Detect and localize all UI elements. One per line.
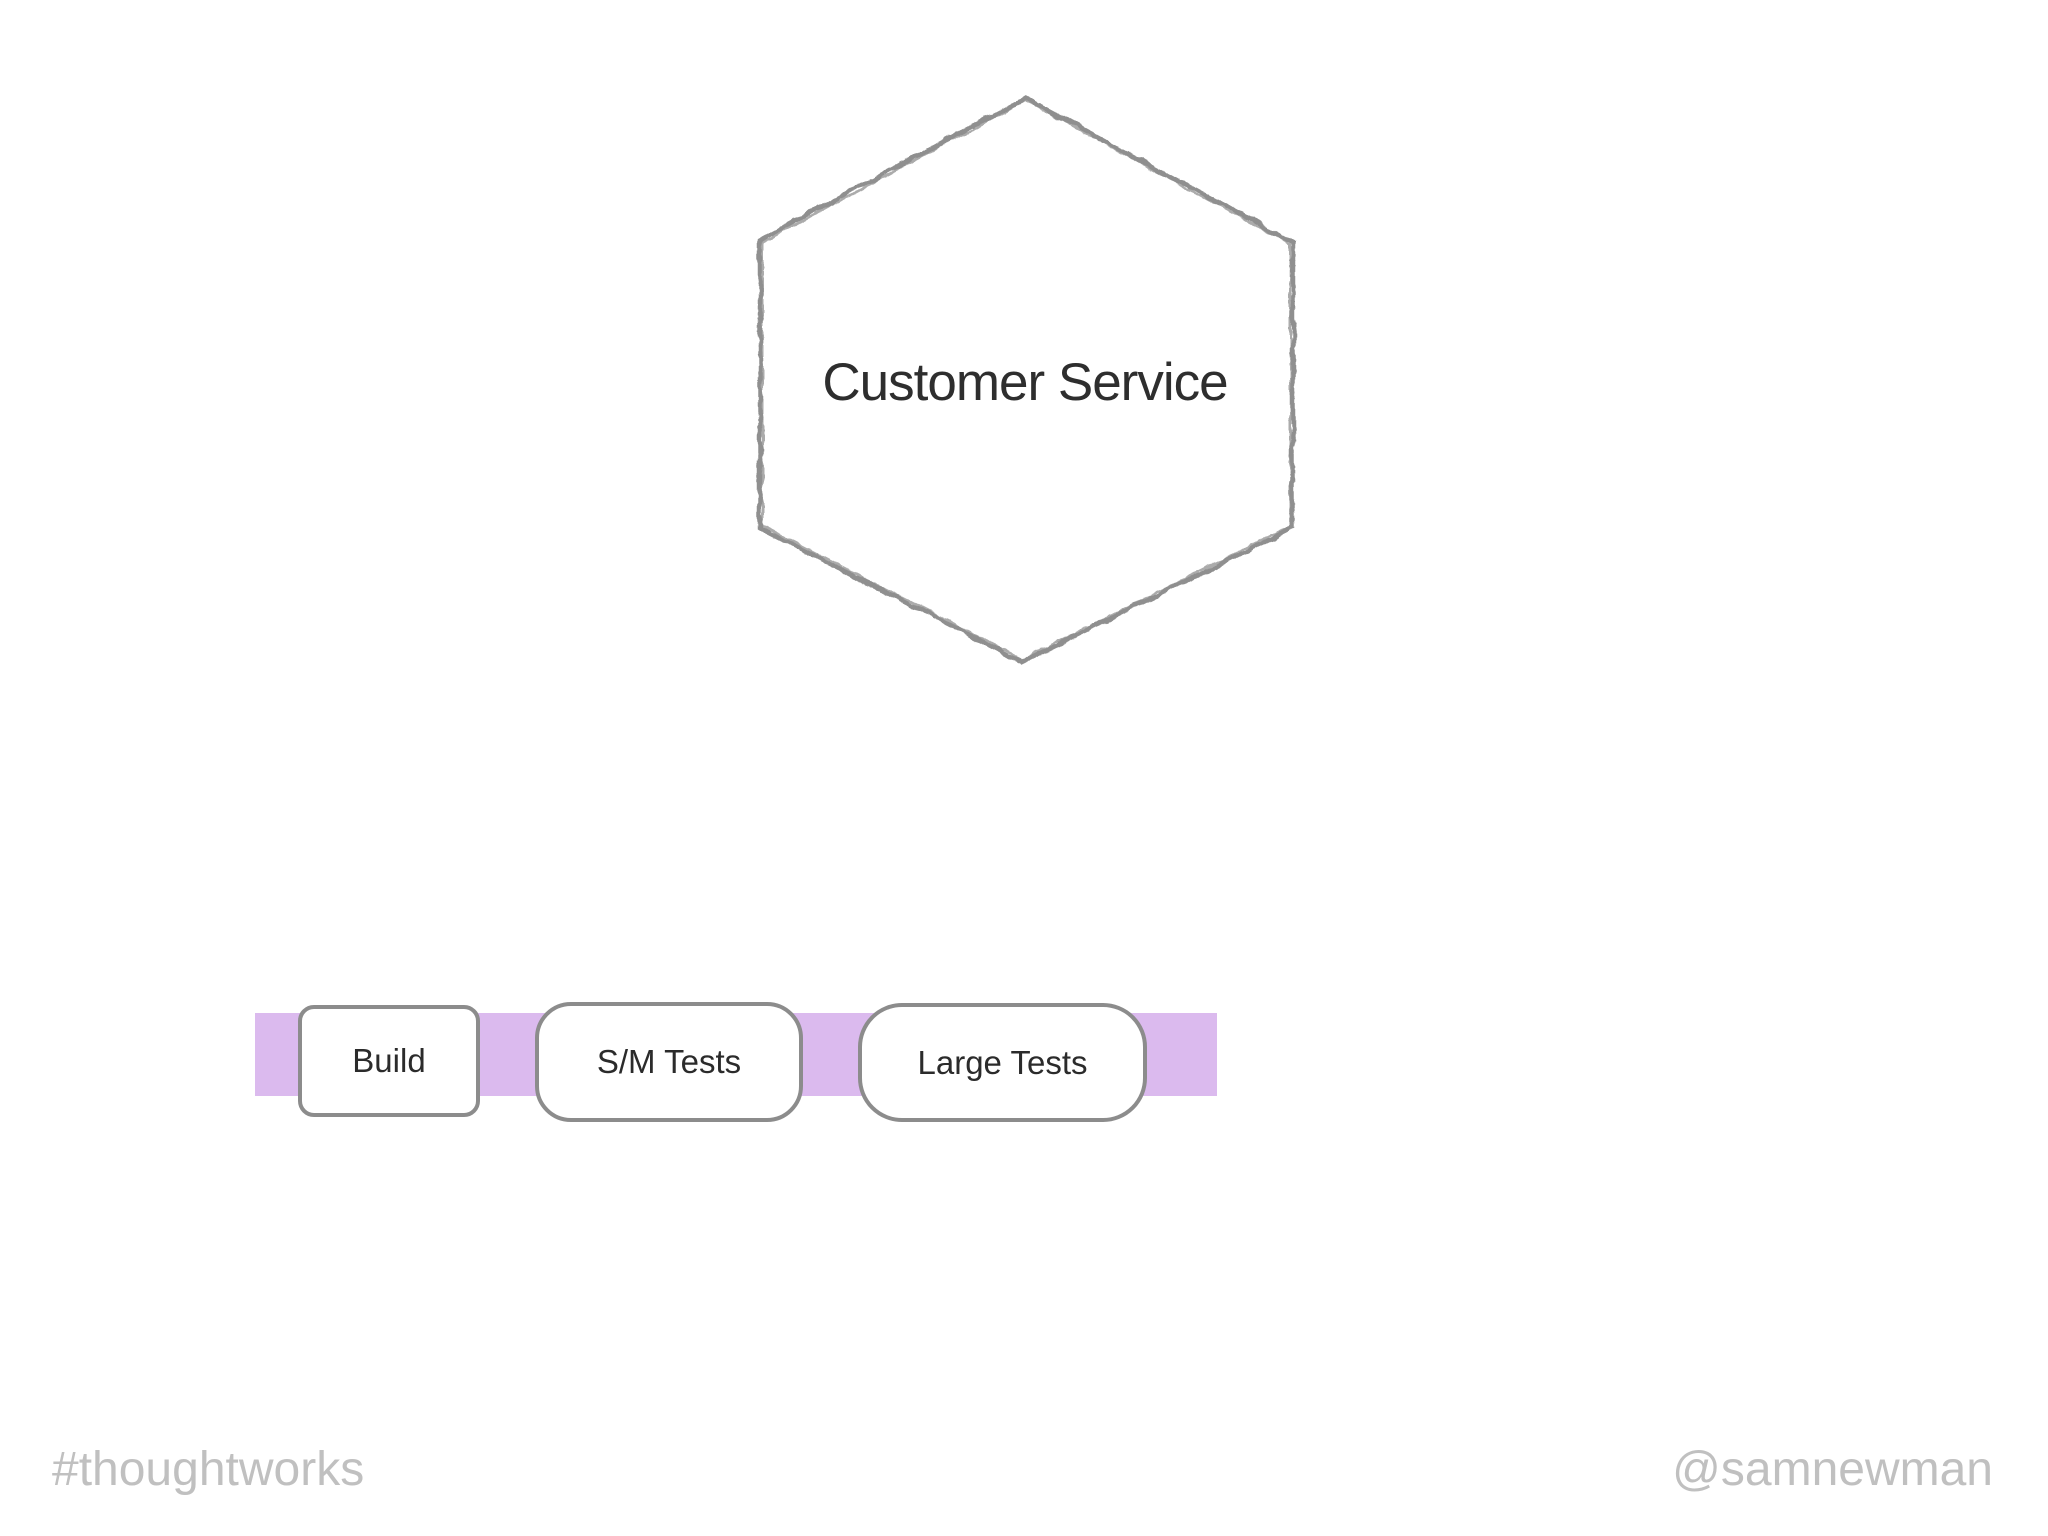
pipeline-stage-sm-tests: S/M Tests — [535, 1002, 803, 1122]
hexagon-outline — [757, 95, 1296, 665]
pipeline-stage-sm-tests-label: S/M Tests — [596, 1043, 742, 1080]
pipeline-stage-large-tests-label: Large Tests — [917, 1043, 1088, 1081]
hexagon-outline-overstroke — [760, 98, 1293, 662]
hexagon-icon — [757, 95, 1296, 665]
pipeline-stage-build-label: Build — [352, 1042, 426, 1079]
pipeline-stage-large-tests: Large Tests — [858, 1003, 1147, 1122]
pipeline-stage-build: Build — [298, 1005, 480, 1117]
footer-handle: @samnewman — [1672, 1443, 1993, 1496]
hexagon-label: Customer Service — [822, 353, 1228, 412]
footer-hashtag: #thoughtworks — [52, 1443, 365, 1496]
